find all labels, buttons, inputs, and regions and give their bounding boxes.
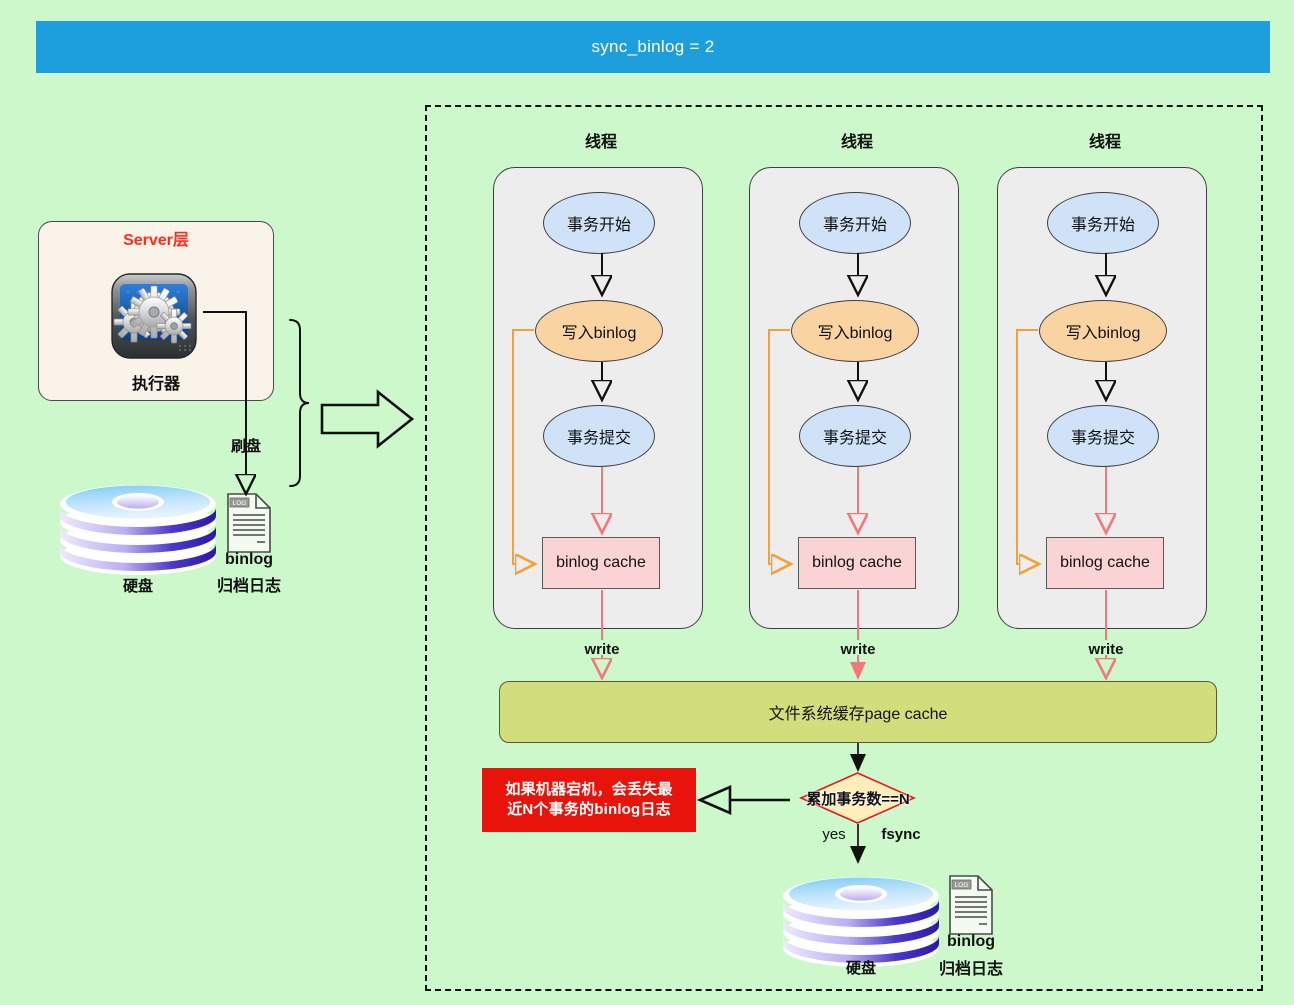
write-label-3: write <box>1088 641 1124 658</box>
disk-stack-icon <box>52 470 224 580</box>
disk-label-bottom: 硬盘 <box>845 960 876 977</box>
thread-panel-2: 事务开始 写入binlog 事务提交 binlog cache <box>749 167 959 629</box>
write-binlog-node-3[interactable]: 写入binlog <box>1039 300 1167 362</box>
write-binlog-node-2[interactable]: 写入binlog <box>791 300 919 362</box>
binlog-cache-box-2[interactable]: binlog cache <box>798 537 916 589</box>
binlog-label-line2-bottom: 归档日志 <box>938 961 1003 978</box>
page-cache-bar[interactable]: 文件系统缓存page cache <box>499 681 1217 743</box>
page-cache-label: 文件系统缓存page cache <box>768 706 948 723</box>
title-bar: sync_binlog = 2 <box>36 21 1270 73</box>
executor-label: 执行器 <box>131 376 180 393</box>
yes-branch-label: yes <box>822 826 846 843</box>
crash-warning-line2: 近N个事务的binlog日志 <box>507 801 671 818</box>
binlog-cache-box-1[interactable]: binlog cache <box>542 537 660 589</box>
log-document-icon-bottom: LOG <box>948 874 994 936</box>
disk-stack-icon-bottom <box>775 862 947 972</box>
gear-settings-icon <box>106 270 202 362</box>
crash-warning-box: 如果机器宕机，会丢失最 近N个事务的binlog日志 <box>482 768 696 832</box>
flush-to-disk-label: 刷盘 <box>230 438 261 455</box>
write-binlog-node-1[interactable]: 写入binlog <box>535 300 663 362</box>
thread-panel-1: 事务开始 写入binlog 事务提交 binlog cache <box>493 167 703 629</box>
txn-commit-node-3[interactable]: 事务提交 <box>1047 405 1159 467</box>
svg-text:LOG: LOG <box>955 882 969 889</box>
thread-header-1: 线程 <box>584 134 617 151</box>
thread-header-3: 线程 <box>1088 134 1121 151</box>
thread-group-container <box>425 105 1263 991</box>
server-layer-title: Server层 <box>123 232 189 249</box>
txn-start-node-3[interactable]: 事务开始 <box>1047 192 1159 254</box>
binlog-cache-box-3[interactable]: binlog cache <box>1046 537 1164 589</box>
thread-panel-3: 事务开始 写入binlog 事务提交 binlog cache <box>997 167 1207 629</box>
crash-warning-line1: 如果机器宕机，会丢失最 <box>505 781 673 798</box>
write-label-1: write <box>584 641 620 658</box>
block-arrow-right-icon <box>320 389 415 449</box>
log-document-icon: LOG <box>226 492 272 554</box>
thread-header-2: 线程 <box>840 134 873 151</box>
txn-commit-node-1[interactable]: 事务提交 <box>543 405 655 467</box>
decision-label: 累加事务数==N <box>806 791 910 808</box>
svg-text:LOG: LOG <box>233 500 247 507</box>
txn-start-node-1[interactable]: 事务开始 <box>543 192 655 254</box>
title-text: sync_binlog = 2 <box>591 37 715 56</box>
binlog-label-line1-bottom: binlog <box>947 933 995 950</box>
fsync-branch-label: fsync <box>881 826 921 843</box>
binlog-label-line2-left: 归档日志 <box>216 578 281 595</box>
disk-label-left: 硬盘 <box>122 578 153 595</box>
decision-diamond[interactable] <box>799 772 916 824</box>
write-label-2: write <box>840 641 876 658</box>
binlog-label-line1-left: binlog <box>225 551 273 568</box>
txn-start-node-2[interactable]: 事务开始 <box>799 192 911 254</box>
txn-commit-node-2[interactable]: 事务提交 <box>799 405 911 467</box>
